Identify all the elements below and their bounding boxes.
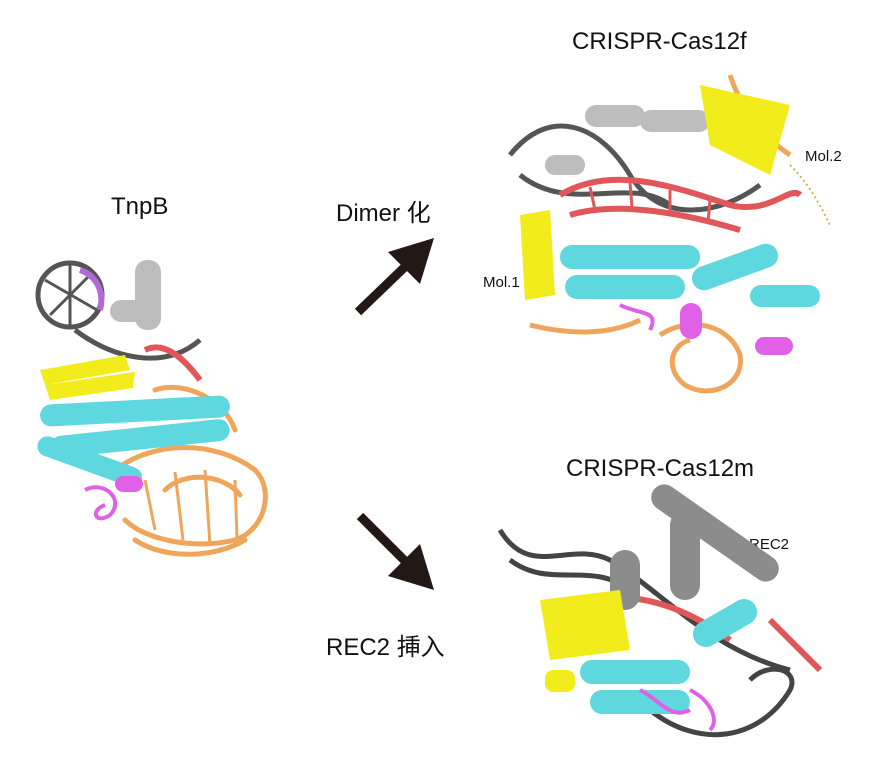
cas12m-label: CRISPR-Cas12m	[566, 455, 755, 482]
mol2-label: Mol.2	[805, 148, 842, 165]
tnpb-structure	[35, 260, 268, 557]
cas12f-label: CRISPR-Cas12f	[572, 28, 747, 55]
cas12f-structure	[508, 74, 831, 394]
arrow-up-right-icon	[354, 238, 434, 316]
dimer-label: Dimer 化	[336, 200, 431, 227]
cas12m-structure	[497, 484, 823, 738]
mol1-label: Mol.1	[483, 274, 520, 291]
tnpb-label: TnpB	[111, 193, 169, 220]
rec2-insertion-label: REC2 挿入	[326, 634, 445, 661]
arrow-down-right-icon	[356, 512, 434, 590]
